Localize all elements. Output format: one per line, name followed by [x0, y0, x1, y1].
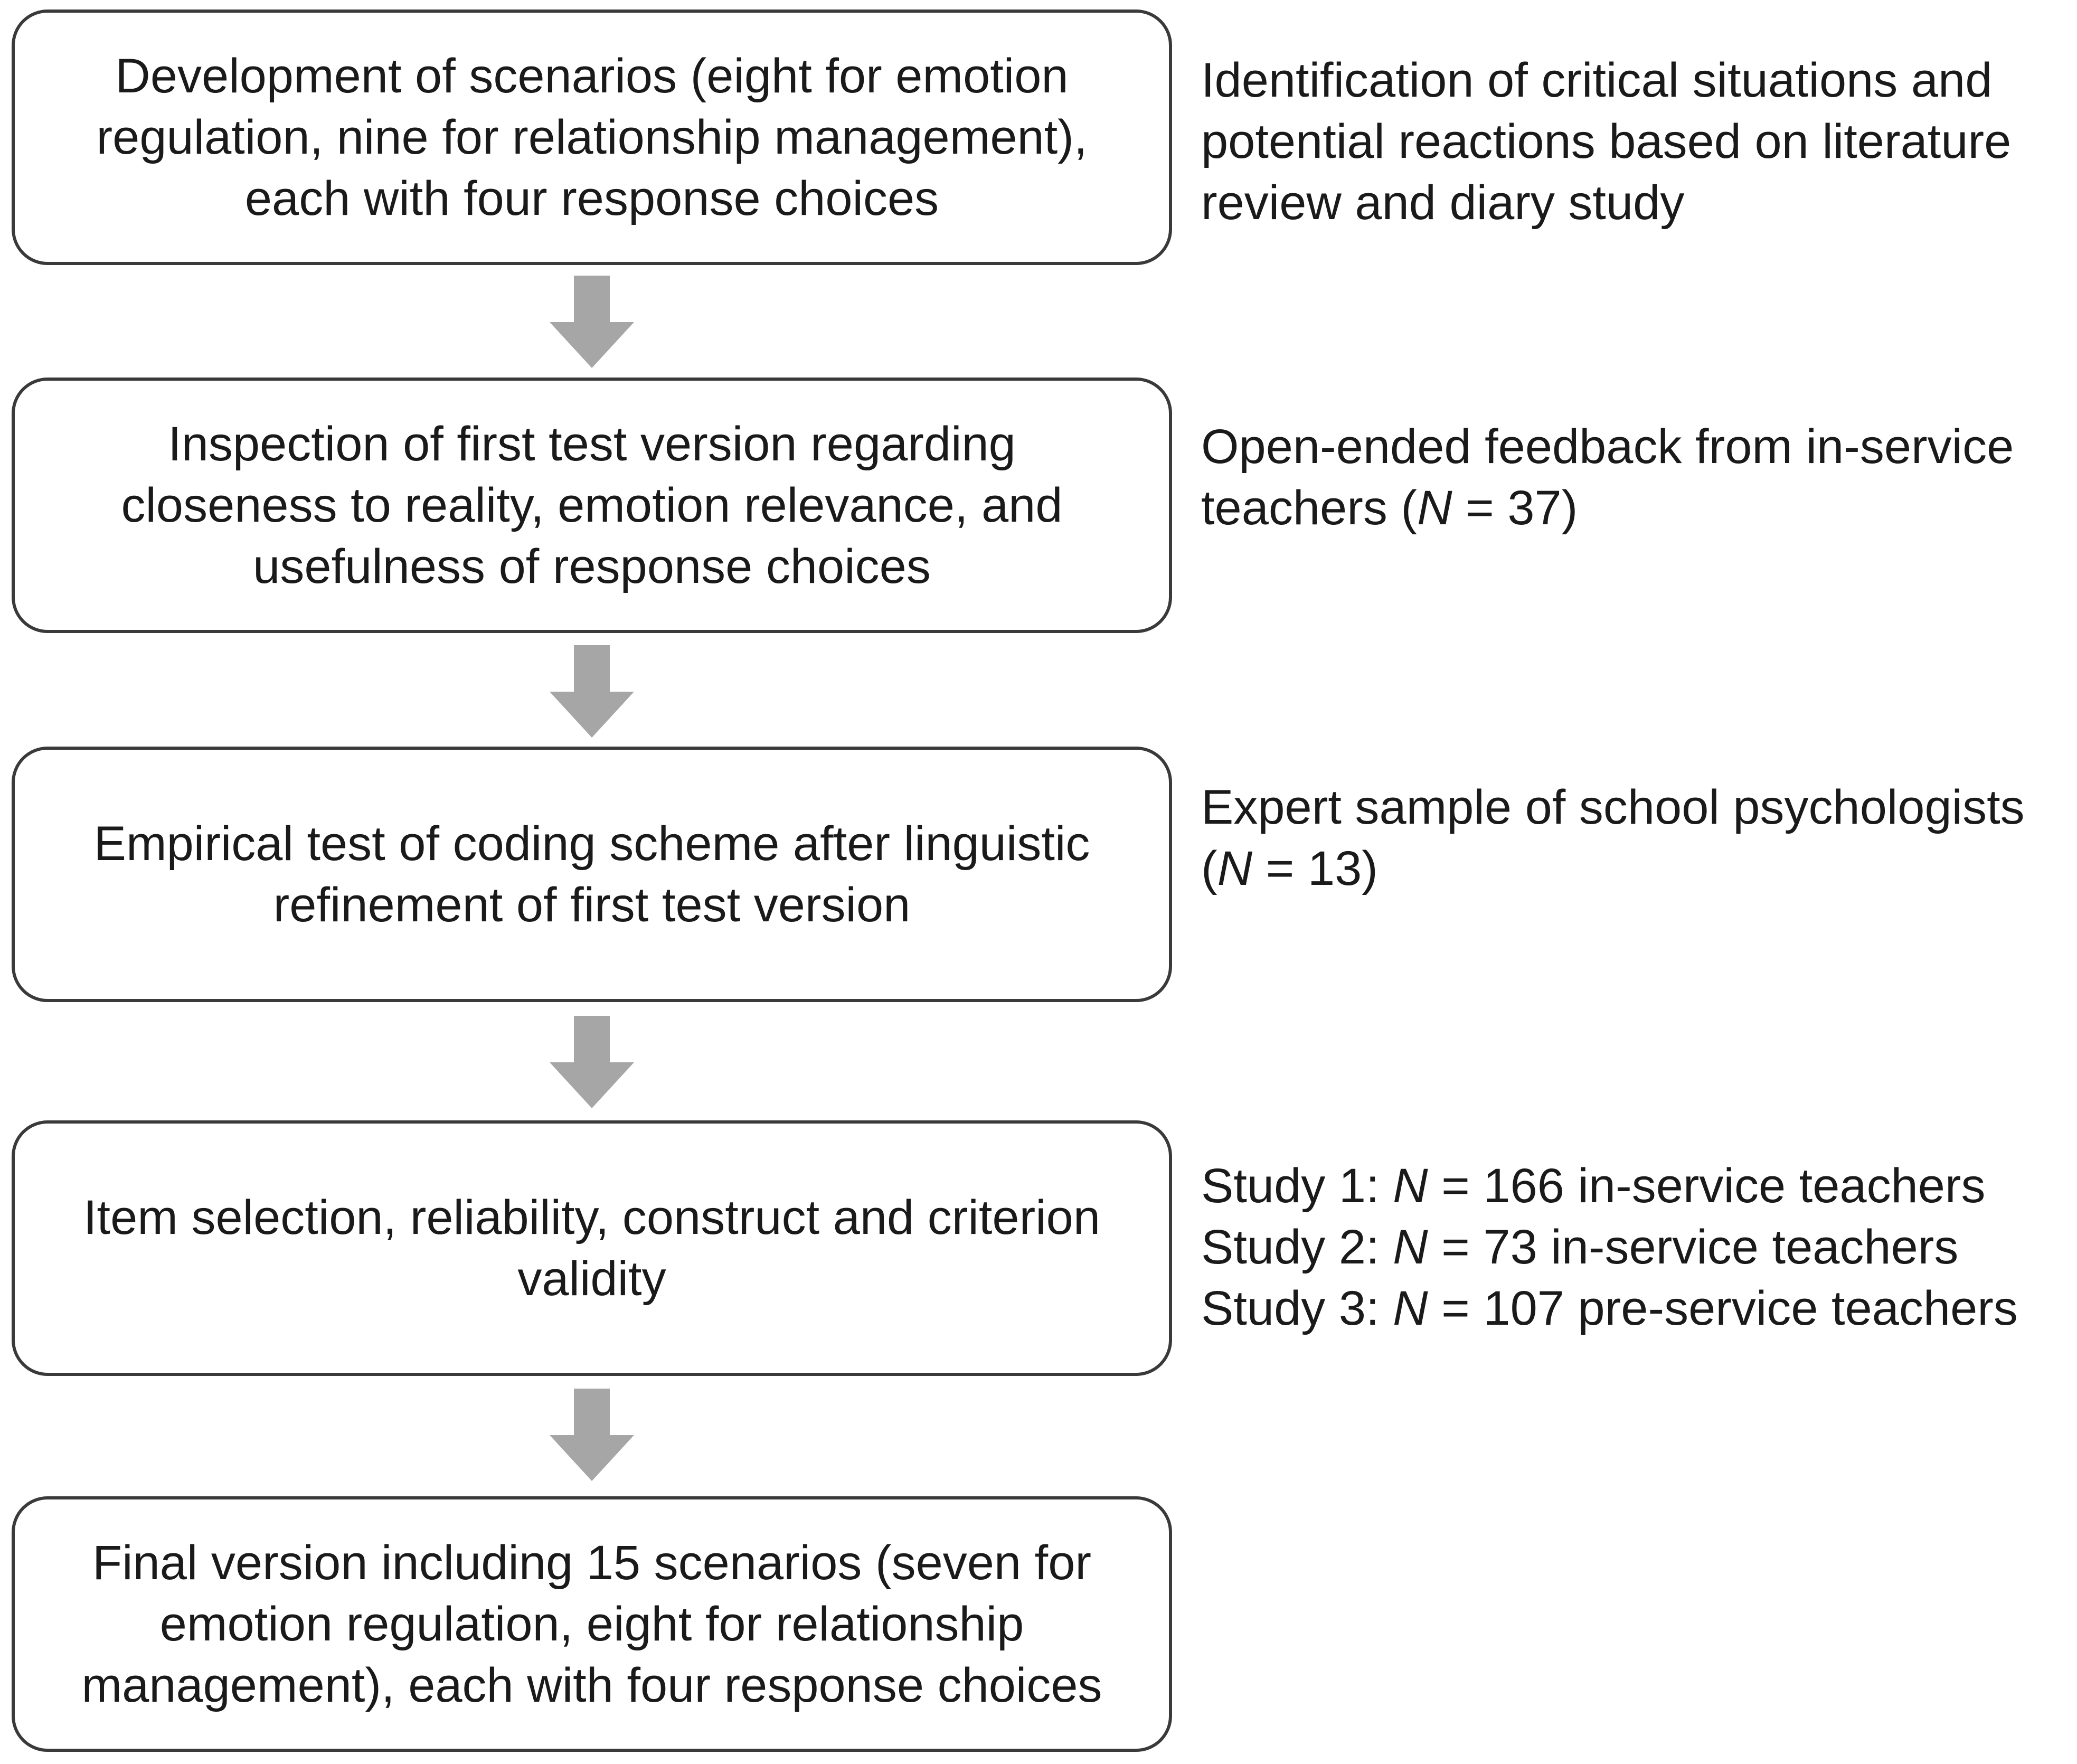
step-box-2: Inspection of first test version regardi…: [12, 378, 1172, 633]
step-box-5: Final version including 15 scenarios (se…: [12, 1496, 1172, 1752]
note-step-3: Expert sample of school psychologists (N…: [1201, 777, 2072, 899]
note-line: Study 3: N = 107 pre-service teachers: [1201, 1281, 2018, 1335]
step-text-5: Final version including 15 scenarios (se…: [81, 1536, 1102, 1712]
note-step-4: Study 1: N = 166 in-service teachers Stu…: [1201, 1155, 2072, 1339]
note-line: Expert sample of school psychologists: [1201, 780, 2025, 834]
step-text-2: Inspection of first test version regardi…: [121, 417, 1063, 593]
step-text-3: Empirical test of coding scheme after li…: [93, 817, 1090, 932]
step-text-4: Item selection, reliability, construct a…: [83, 1191, 1100, 1306]
note-line: (N = 13): [1201, 842, 1378, 895]
step-box-4: Item selection, reliability, construct a…: [12, 1120, 1172, 1376]
down-arrow-4: [550, 1389, 634, 1481]
step-box-1: Development of scenarios (eight for emot…: [12, 10, 1172, 265]
down-arrow-3: [550, 1016, 634, 1108]
note-step-1: Identification of critical situations an…: [1201, 50, 2072, 233]
note-step-2: Open-ended feedback from in-service teac…: [1201, 416, 2072, 539]
note-line: Open-ended feedback from in-service: [1201, 420, 2014, 474]
down-arrow-2: [550, 645, 634, 738]
note-line: review and diary study: [1201, 176, 1685, 230]
note-line: teachers (N = 37): [1201, 481, 1578, 535]
step-text-1: Development of scenarios (eight for emot…: [96, 49, 1088, 225]
note-line: Study 2: N = 73 in-service teachers: [1201, 1220, 1959, 1274]
down-arrow-1: [550, 276, 634, 368]
note-line: potential reactions based on literature: [1201, 115, 2012, 168]
step-box-3: Empirical test of coding scheme after li…: [12, 747, 1172, 1002]
note-line: Identification of critical situations an…: [1201, 53, 1993, 107]
note-line: Study 1: N = 166 in-service teachers: [1201, 1159, 1986, 1213]
